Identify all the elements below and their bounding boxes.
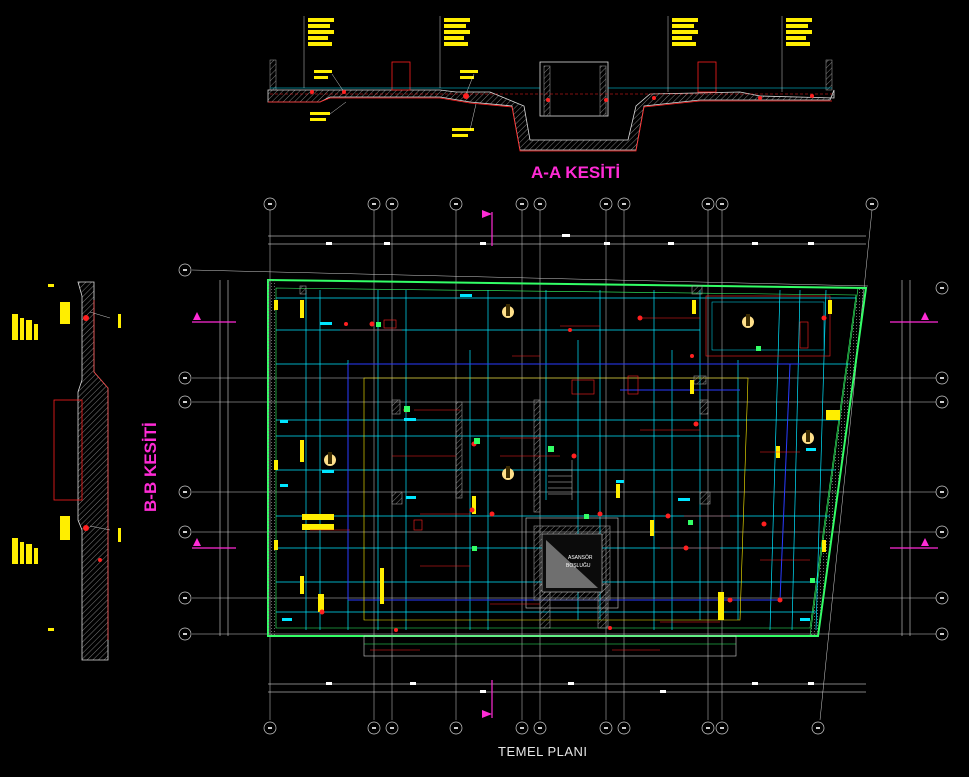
elevator-shaft: ASANSÖR BOŞLUĞU	[525, 517, 619, 609]
section-bb-title: B-B KESİTİ	[141, 422, 160, 512]
bottom-projection	[363, 635, 737, 657]
section-aa-pit	[539, 61, 609, 117]
plan-title: TEMEL PLANI	[498, 744, 588, 759]
foundation-plan: ASANSÖR BOŞLUĞU	[178, 197, 949, 759]
section-aa-title: A-A KESİTİ	[531, 163, 620, 182]
elevation-marker-icon	[324, 304, 814, 480]
section-aa-cover	[268, 97, 832, 152]
elevator-label-line2: BOŞLUĞU	[566, 562, 591, 569]
section-bb-outline	[77, 281, 109, 661]
section-aa: A-A KESİTİ	[267, 16, 835, 182]
section-bb: B-B KESİTİ	[12, 281, 160, 661]
section-aa-tags	[308, 18, 812, 137]
plan-columns	[274, 300, 840, 620]
section-aa-outline	[267, 89, 835, 151]
section-cut-icon	[192, 210, 938, 718]
elevator-label-line1: ASANSÖR	[568, 554, 593, 561]
plan-rebar-tags	[310, 317, 810, 651]
